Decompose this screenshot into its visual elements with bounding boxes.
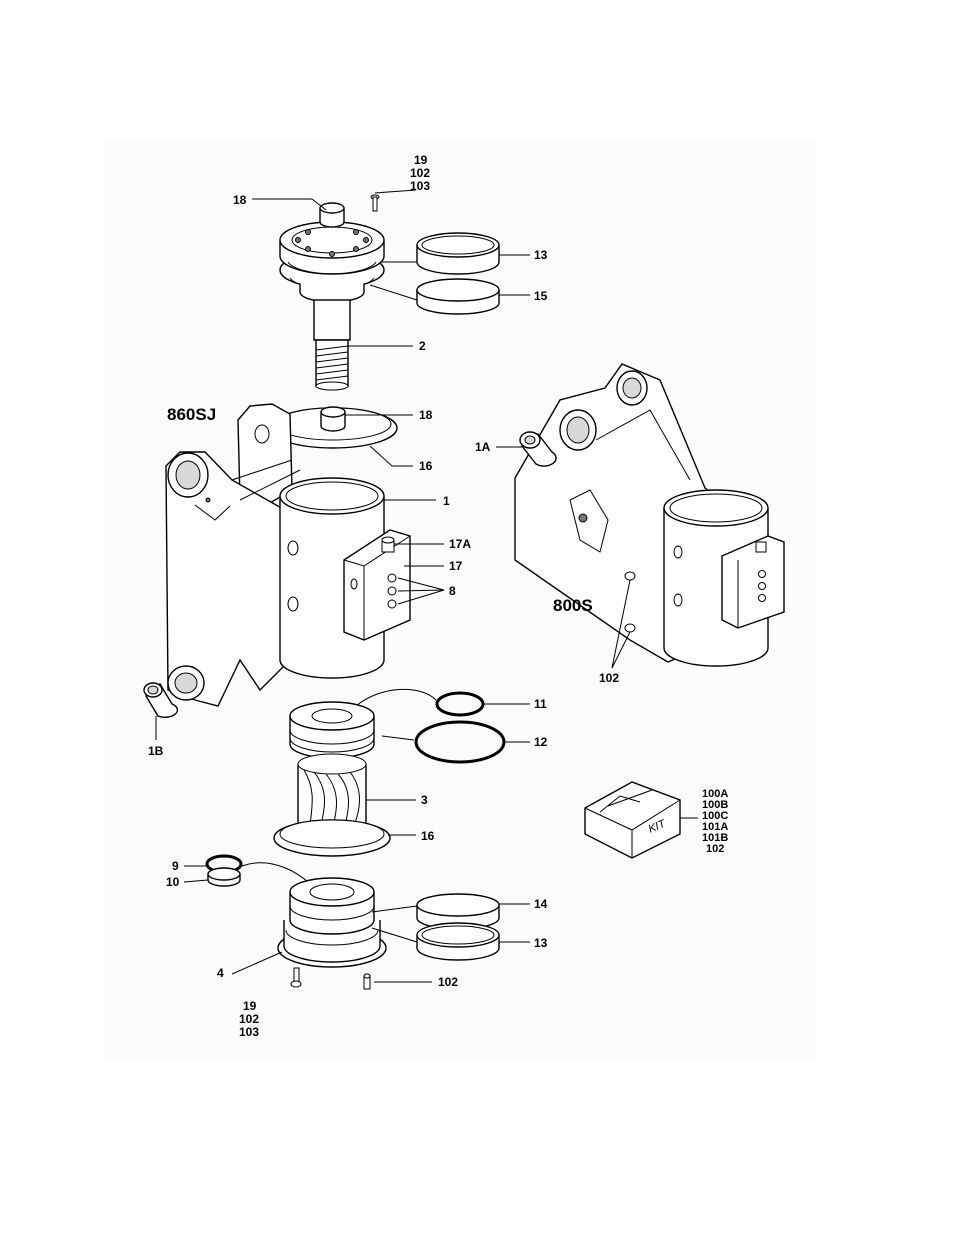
callout-17a: 17A <box>449 537 471 551</box>
gear-hub-part <box>289 701 375 834</box>
kit-label-100a: 100A <box>702 788 728 800</box>
model-label-860sj: 860SJ <box>167 405 216 424</box>
callout-19-top-c: 103 <box>410 179 430 193</box>
screw-102-right-part <box>624 571 636 633</box>
callout-19-top-b: 102 <box>410 166 430 180</box>
bushing-1a-part <box>519 431 557 467</box>
kit-label-101b: 101B <box>702 832 728 844</box>
callout-17: 17 <box>449 559 463 573</box>
ring-15-part <box>416 278 500 315</box>
callout-3: 3 <box>421 793 428 807</box>
top-cap-part <box>279 202 385 303</box>
callout-1a: 1A <box>475 440 491 454</box>
oring-11-part <box>435 691 485 717</box>
bushing-1b-part <box>143 682 179 718</box>
callout-9: 9 <box>172 859 179 873</box>
callout-13-bottom: 13 <box>534 936 548 950</box>
ring-13-bottom-part <box>416 922 500 961</box>
callout-12: 12 <box>534 735 548 749</box>
body-860sj-part <box>165 403 411 707</box>
callout-10: 10 <box>166 875 180 889</box>
setscrew-102-bottom-part <box>363 973 371 990</box>
ring-13-top-part <box>416 232 500 275</box>
callout-15: 15 <box>534 289 548 303</box>
kit-box-part: KIT <box>584 781 681 859</box>
body-800s-part <box>514 363 785 667</box>
screw-bottom-left-part <box>290 967 302 988</box>
kit-label-102: 102 <box>706 843 724 855</box>
callout-8: 8 <box>449 584 456 598</box>
leader-lines <box>155 189 698 983</box>
callout-1b: 1B <box>148 744 164 758</box>
ring-10-part <box>207 867 241 887</box>
screw-top-part <box>370 194 380 212</box>
kit-label-101a: 101A <box>702 821 728 833</box>
callout-19-bottom-a: 19 <box>243 999 257 1013</box>
oring-12-part <box>414 720 506 764</box>
callout-1: 1 <box>443 494 450 508</box>
bottom-housing-part <box>277 877 387 968</box>
callout-14: 14 <box>534 897 548 911</box>
kit-label-100b: 100B <box>702 799 728 811</box>
callout-19-bottom-b: 102 <box>239 1012 259 1026</box>
callout-18-mid: 18 <box>419 408 433 422</box>
callout-18-top: 18 <box>233 193 247 207</box>
callout-2: 2 <box>419 339 426 353</box>
callout-19-bottom-c: 103 <box>239 1025 259 1039</box>
shaft-part <box>313 299 351 391</box>
callout-102-right: 102 <box>599 671 619 685</box>
washer-16-bottom-part <box>273 819 391 857</box>
callout-13-top: 13 <box>534 248 548 262</box>
model-label-800s: 800S <box>553 596 593 615</box>
callout-16-top: 16 <box>419 459 433 473</box>
bushing-18-mid-part <box>320 406 346 432</box>
callout-16-bottom: 16 <box>421 829 435 843</box>
kit-label-100c: 100C <box>702 810 728 822</box>
callout-11: 11 <box>534 697 547 711</box>
callout-4: 4 <box>217 966 224 980</box>
callout-19-top-a: 19 <box>414 153 428 167</box>
callout-102-bottom: 102 <box>438 975 458 989</box>
